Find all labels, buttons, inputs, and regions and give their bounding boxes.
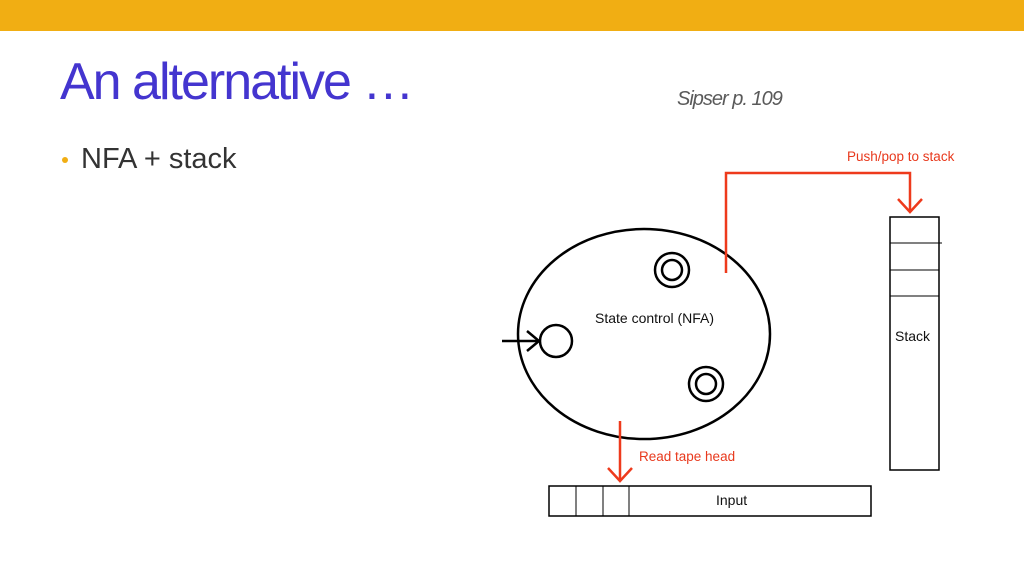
state-control-ellipse: [516, 227, 772, 441]
citation: Sipser p. 109: [677, 88, 783, 110]
stack-box: [889, 216, 942, 471]
start-arrow-icon: [502, 330, 541, 352]
bullet-dot-icon: [62, 156, 68, 163]
stack-label: Stack: [895, 328, 931, 344]
bullet-text: NFA + stack: [81, 143, 237, 175]
state-control-label: State control (NFA): [595, 310, 714, 326]
input-tape: [548, 485, 872, 517]
top-accent-bar: [0, 0, 1024, 31]
push-pop-label: Push/pop to stack: [847, 149, 955, 164]
read-head-arrow-icon: [607, 421, 633, 483]
accept-state-2: [687, 365, 725, 403]
input-label: Input: [716, 492, 747, 508]
bullet-item: NFA + stack: [62, 143, 237, 176]
read-head-label: Read tape head: [639, 449, 735, 464]
push-pop-arrow-icon: [724, 171, 923, 273]
accept-state-1: [653, 251, 691, 289]
start-state-circle: [538, 323, 574, 359]
slide-title: An alternative …: [60, 53, 414, 111]
